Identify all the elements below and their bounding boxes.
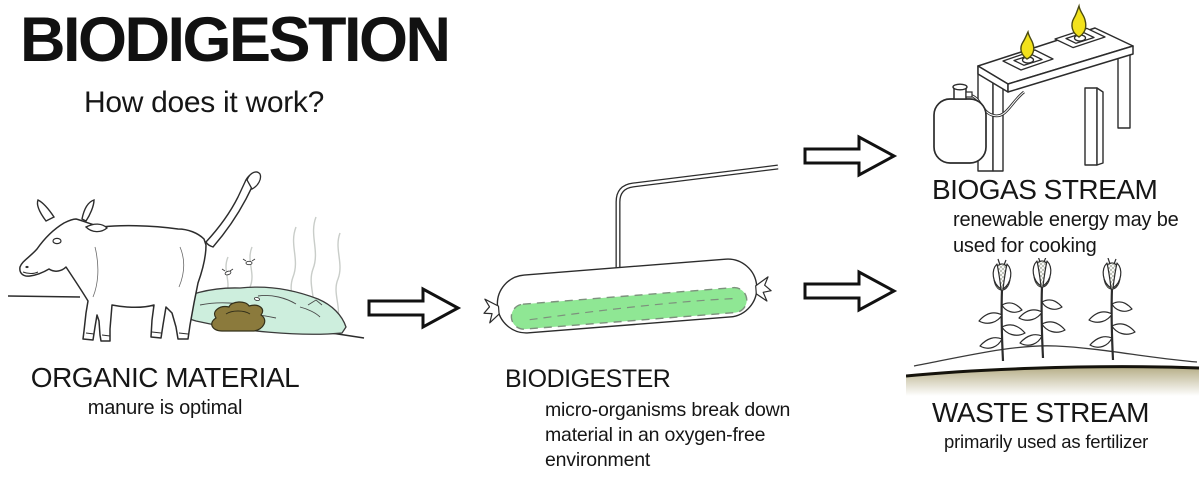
page-title: BIODIGESTION <box>20 5 451 75</box>
burner-icon <box>1002 27 1106 71</box>
organic-material-label: ORGANIC MATERIAL <box>30 362 300 393</box>
bag-knot-left-icon <box>483 298 500 324</box>
corn-plants-illustration <box>906 258 1200 396</box>
corn-plant-icon <box>1087 258 1137 362</box>
digester-liquid-icon <box>510 286 748 330</box>
soil-icon <box>906 345 1200 396</box>
organic-material-description: manure is optimal <box>87 397 243 419</box>
corn-plant-icon <box>977 258 1027 363</box>
biogas-stream-label: BIOGAS STREAM <box>932 174 1158 205</box>
biogas-stream-description: renewable energy may be used for cooking <box>953 209 1179 257</box>
bag-knot-right-icon <box>755 276 772 302</box>
stove-gas-bottle-illustration <box>933 3 1134 172</box>
flame-icon <box>1020 3 1087 60</box>
biodigester-description: micro-organisms break down material in a… <box>545 399 791 471</box>
biodigester-illustration <box>483 164 779 334</box>
flow-arrow-digester-to-biogas-icon <box>803 134 898 178</box>
gas-pipe-icon <box>615 164 779 285</box>
flies-icon <box>221 258 260 302</box>
cow-icon <box>19 171 262 342</box>
corn-plant-icon <box>1017 258 1067 360</box>
waste-stream-label: WASTE STREAM <box>932 397 1149 428</box>
waste-stream-description: primarily used as fertilizer <box>944 431 1149 452</box>
biodigester-label: BIODIGESTER <box>505 365 671 393</box>
gas-bottle-icon <box>933 83 1025 164</box>
table-icon <box>977 27 1134 93</box>
manure-icon <box>211 301 266 332</box>
cow-manure-illustration <box>7 171 365 342</box>
liquid-inner-dashes <box>529 297 735 321</box>
page-subtitle: How does it work? <box>84 86 324 119</box>
flow-arrow-organic-to-digester-icon <box>367 286 462 330</box>
flow-arrow-digester-to-waste-icon <box>803 269 898 313</box>
